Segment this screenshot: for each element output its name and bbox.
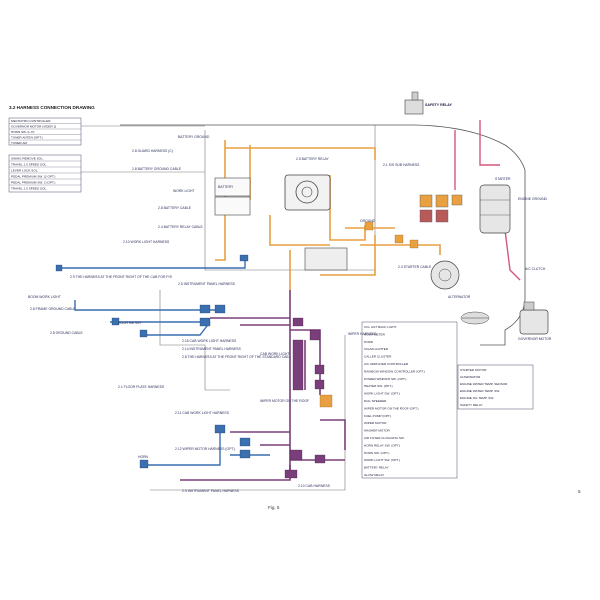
table-row: TRAVEL 1.5 SPEED SOL. xyxy=(11,187,47,191)
table-row: BATTERY RELAY xyxy=(364,466,389,470)
table-row: DIAL SPEEDER xyxy=(364,399,387,403)
ac-clutch-label: A/C CLUTCH xyxy=(525,267,546,271)
battery-ground-cable-label: 2.8 BATTERY GROUND CABLE xyxy=(132,167,182,171)
diagram-title: 3.2 HARNESS CONNECTION DRAWING xyxy=(9,105,95,110)
battery-label: BATTERY xyxy=(218,185,234,189)
table-row: ENGINE WATER TEMP. SW. xyxy=(460,389,500,393)
right-component-table: STARTER MOTOR ALTERNATOR ENGINE WATER TE… xyxy=(457,364,534,410)
table-row: PEDAL PREMIUM SW. (2 OPT.) xyxy=(11,175,55,179)
standard-cab-harness-label: 2.8 THE HARNESS AT THE FRONT RIGHT OF TH… xyxy=(182,355,289,359)
machine-body-outline xyxy=(120,124,526,346)
instrument-panel-harness-3-label: 2.5 INSTRUMENT PANEL HARNESS xyxy=(182,489,240,493)
starter-cable-label: 2.3 STARTER CABLE xyxy=(398,265,432,269)
blue-connectors xyxy=(55,254,251,469)
table-row: WIPER MOTOR xyxy=(364,421,387,425)
table-row: GLOW RELAY xyxy=(364,473,384,477)
horn-label: HORN xyxy=(138,455,149,459)
blue-harness xyxy=(60,260,270,466)
table-row: SWING REMOVE SOL. xyxy=(11,157,44,161)
work-light-label: WORK LIGHT xyxy=(173,189,194,193)
table-row: HORN SW. (OPT.) xyxy=(364,451,389,455)
table-row: FUEL PUMP (OPT.) xyxy=(364,414,391,418)
battery-relay-cable-label: 2.4 BATTERY RELAY CABLE xyxy=(158,225,203,229)
table-row: AIR FILTER CLOGGING SW. xyxy=(364,436,405,440)
floor-plate-harness-label: 2.1 FLOOR PLATE HARNESS xyxy=(118,385,165,389)
table-row: SAFETY RELAY xyxy=(460,403,483,407)
cab-harness-label: 2.10 CAB HARNESS xyxy=(298,484,331,488)
table-row: HORN xyxy=(364,340,373,344)
battery-cable-label: 2.8 BATTERY CABLE xyxy=(158,206,192,210)
alternator-label: ALTERNATOR xyxy=(448,295,471,299)
guard-harness-label: 2.8 GUARD HARNESS (C) xyxy=(132,149,173,153)
table-row: LEVER LOCK SOL. xyxy=(11,169,38,173)
relay-block xyxy=(419,194,463,223)
figure-caption: Fig. 5 xyxy=(268,505,280,510)
alternator-component xyxy=(430,260,460,290)
wiper-harness-label: WIPER HARNESS xyxy=(348,332,377,336)
floor-outline xyxy=(159,290,230,391)
table-row: GOVERNOR MOTOR (VIDER 2) xyxy=(11,125,56,129)
safety-relay-mechanism xyxy=(404,91,424,115)
table-row: ENGINE WATER TEMP. SENSOR xyxy=(460,382,508,386)
table-row: ENGINE OIL TEMP. SW. xyxy=(460,396,494,400)
relay-unit xyxy=(304,247,348,271)
table-row: HEATER SW. (OPT.) xyxy=(364,384,393,388)
instrument-panel-harness-2-label: 2.14 INSTRUMENT PANEL HARNESS xyxy=(182,347,241,351)
table-row: CIG. ANT BACK LIGHT xyxy=(364,325,397,329)
governor-motor-component xyxy=(519,301,549,335)
center-component-table: CIG. ANT BACK LIGHT HOUR METER HORN CIGA… xyxy=(361,321,458,479)
table-row: PEDAL PREMIUM SW. 2 (OPT.) xyxy=(11,181,55,185)
table-row: MECHATRO CONTROLLER xyxy=(11,119,51,123)
engine-ground-label: ENGINE GROUND xyxy=(518,197,548,201)
ground-label: GROUND xyxy=(360,219,376,223)
wiper-motor-roof-label: WIPER MOTOR ON THE ROOF xyxy=(260,399,309,403)
battery-component: BATTERY xyxy=(214,177,251,216)
table-row: POWER WINDOW SW. (OPT.) xyxy=(364,377,406,381)
left-table: SWING REMOVE SOL. TRAVEL 1.5 SPEED SOL. … xyxy=(8,154,82,193)
governor-motor-label: GOVERNOR MOTOR xyxy=(518,337,552,341)
table-row: WIPER MOTOR ON THE ROOF (OPT.) xyxy=(364,406,419,410)
table-row: TUNER AM xyxy=(11,141,27,145)
table-row: WORK LIGHT SW. (OPT.) xyxy=(364,392,400,396)
table-row: CIGAR LIGHTER xyxy=(364,347,389,351)
ground-cable-label: 2.8 GROUND CABLE xyxy=(50,331,84,335)
boom-work-light-label: BOOM WORK LIGHT xyxy=(28,295,61,299)
table-row: CALLER CLUSTER xyxy=(364,355,392,359)
starter-motor-component xyxy=(479,184,511,234)
table-row: STARTER MOTOR xyxy=(460,368,487,372)
table-row: A/C AMPLIFIER CONTROLLER xyxy=(364,362,409,366)
starter-label: STARTER xyxy=(495,177,511,181)
wiper-motor-harness-label: 2.12 WIPER MOTOR HARNESS (OPT.) xyxy=(175,447,235,451)
battery-relay-component xyxy=(284,174,331,211)
table-row: RAINBOW WINDOW CONTROLLER (OPT.) xyxy=(364,369,425,373)
safety-relay-label: SAFETY RELAY xyxy=(425,103,453,107)
table-row: TUNER ANTEN (OPT.) xyxy=(11,136,43,140)
cab-work-light-harness-label: 2.15 CAB WORK LIGHT HARNESS xyxy=(182,339,237,343)
frame-ground-cable-label: 2.8 FRAME GROUND CABLE xyxy=(30,307,76,311)
table-row: ALTERNATOR xyxy=(460,375,481,379)
sub-harness-label: 2.1 S/S SUB HARNESS xyxy=(383,163,420,167)
instrument-panel-outline xyxy=(150,335,346,491)
fan-component xyxy=(460,311,490,325)
battery-relay-label: 2.5 BATTERY RELAY xyxy=(296,157,329,161)
battery-ground-label: BATTERY GROUND xyxy=(178,135,210,139)
front-harness-label: 2.9 THE HARNESS AT THE FRONT RIGHT OF TH… xyxy=(70,275,173,279)
table-row: TRAVEL 1.5 SPEED SOL. xyxy=(11,163,47,167)
table-row: HORN SW. (L.H) xyxy=(11,130,34,134)
table-row: WASHER MOTOR xyxy=(364,429,391,433)
orange-connectors xyxy=(319,221,419,408)
table-row: WORK LIGHT SW. (OPT.) xyxy=(364,458,400,462)
page-number: 5 xyxy=(578,489,581,494)
instrument-panel-harness-label: 2.5 INSTRUMENT PANEL HARNESS xyxy=(178,282,236,286)
table-row: HORN RELAY SW. (OPT.) xyxy=(364,443,400,447)
work-light-harness-label: 2.10 WORK LIGHT HARNESS xyxy=(123,240,170,244)
hour-meter-label: HOUR METER xyxy=(118,321,141,325)
cab-work-light-label: CAB WORK LIGHT xyxy=(260,352,289,356)
table-row: HOUR METER xyxy=(364,332,386,336)
top-left-table: MECHATRO CONTROLLER GOVERNOR MOTOR (VIDE… xyxy=(8,117,82,146)
cab-work-light-harness-2-label: 2.11 CAB WORK LIGHT HARNESS xyxy=(175,411,230,415)
purple-connectors xyxy=(284,317,326,479)
